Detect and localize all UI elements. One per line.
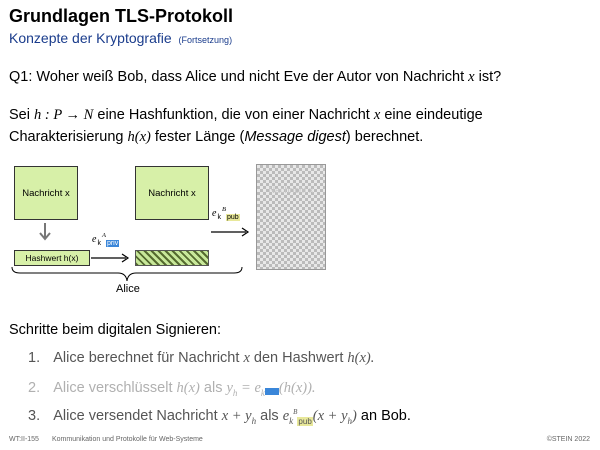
step-1-a: Alice berechnet für Nachricht <box>53 350 240 366</box>
alice-bracket <box>11 266 243 282</box>
intro-paragraph: Sei h : P → N eine Hashfunktion, die von… <box>9 104 589 148</box>
intro-p4: Charakterisierung <box>9 129 124 145</box>
step-3-f: an Bob. <box>360 408 411 424</box>
arrow-right-icon-2 <box>211 227 250 237</box>
key-pub-sup: B <box>221 206 226 213</box>
key-priv-label: ekApriv <box>92 232 120 247</box>
down-arrow-icon <box>39 223 51 241</box>
alice-label: Alice <box>116 283 140 295</box>
step-3-num: 3. <box>28 408 41 424</box>
intro-var: x <box>373 107 381 123</box>
subtitle-note: (Fortsetzung) <box>178 35 233 45</box>
key-priv-tag: priv <box>105 240 120 247</box>
step-2-v2: y <box>226 380 233 396</box>
step-3-formula-2: ekBpub(x + yh) <box>282 408 357 426</box>
step-2-b: als <box>203 380 223 396</box>
step-3-c: e <box>282 408 290 424</box>
key-pub-base: e <box>212 208 217 219</box>
step-2-formula: yh = ek (h(x)). <box>226 380 316 398</box>
intro-formula: h : P → N <box>34 107 94 123</box>
step-3-e: ) <box>352 408 357 424</box>
step-2-c: = e <box>241 380 261 396</box>
intro-hx: h(x) <box>127 129 151 145</box>
step-1-v2: h(x). <box>347 350 375 366</box>
step-3-v1: x + y <box>221 408 252 424</box>
step-1-v1: x <box>243 350 250 366</box>
question-q1: Q1: Woher weiß Bob, dass Alice und nicht… <box>9 69 501 86</box>
diagram-message-label-2: Nachricht x <box>148 187 196 199</box>
encrypted-message-label: Nachricht x <box>268 185 314 195</box>
step-2-v2sub: h <box>232 387 238 398</box>
key-priv-sub: k <box>97 240 101 247</box>
intro-p2: eine Hashfunktion, die von einer Nachric… <box>97 107 370 123</box>
priv-key-marker <box>264 388 279 395</box>
step-2-num: 2. <box>28 380 41 396</box>
intro-em: Message digest <box>244 129 346 145</box>
key-pub-tag: pub <box>225 214 240 221</box>
arrow-right-icon <box>91 253 130 263</box>
key-priv-sup: A <box>101 232 106 239</box>
step-2-d: (h(x)). <box>278 380 316 396</box>
encrypted-message-box: Nachricht x <box>256 164 326 270</box>
question-text: Q1: Woher weiß Bob, dass Alice und nicht… <box>9 69 465 85</box>
intro-p3: eine eindeutige <box>384 107 483 123</box>
step-3-csup: B <box>293 408 298 417</box>
subtitle-text: Konzepte der Kryptografie <box>9 30 172 46</box>
step-3-dsub: h <box>347 415 353 426</box>
step-2-v1: h(x) <box>176 380 200 396</box>
step-1-b: den Hashwert <box>253 350 344 366</box>
step-3-b: als <box>260 408 279 424</box>
diagram-message-box-1: Nachricht x <box>14 166 78 220</box>
key-pub-label: ekBpub <box>212 206 240 221</box>
page-subtitle: Konzepte der Kryptografie (Fortsetzung) <box>9 30 232 46</box>
diagram-message-box-2: Nachricht x <box>135 166 209 220</box>
key-priv-base: e <box>92 234 97 245</box>
diagram-hash-box: Hashwert h(x) <box>14 250 90 266</box>
diagram-hash-label: Hashwert h(x) <box>25 253 79 263</box>
diagram-message-label-1: Nachricht x <box>22 187 70 199</box>
step-2: 2. Alice verschlüsselt h(x) als yh = ek (… <box>28 380 316 398</box>
step-3-a: Alice versendet Nachricht <box>53 408 218 424</box>
step-3-formula-1: x + yh <box>221 408 257 426</box>
footer-copyright: ©STEIN 2022 <box>546 436 590 443</box>
key-pub-sub: k <box>217 214 221 221</box>
step-1-num: 1. <box>28 350 41 366</box>
footer-course: Kommunikation und Protokolle für Web-Sys… <box>52 436 203 443</box>
footer-slide-id: WT:II-155 <box>9 436 39 443</box>
step-3-csub: k <box>289 415 294 426</box>
question-end: ist? <box>478 69 502 85</box>
intro-p6: ) berechnet. <box>345 129 424 145</box>
step-3: 3. Alice versendet Nachricht x + yh als … <box>28 408 411 426</box>
step-3-d: (x + y <box>312 408 348 424</box>
intro-p1: Sei <box>9 107 30 123</box>
step-1: 1. Alice berechnet für Nachricht x den H… <box>28 350 374 367</box>
question-var: x <box>468 69 475 85</box>
steps-heading: Schritte beim digitalen Signieren: <box>9 322 221 338</box>
intro-p5: fester Länge ( <box>154 129 245 145</box>
step-2-a: Alice verschlüsselt <box>53 380 173 396</box>
step-2-csub: k <box>260 387 265 398</box>
page-title: Grundlagen TLS-Protokoll <box>9 6 233 26</box>
encrypted-hash-box <box>135 250 209 266</box>
step-3-v1sub: h <box>251 415 257 426</box>
step-3-ctag: pub <box>297 416 313 426</box>
